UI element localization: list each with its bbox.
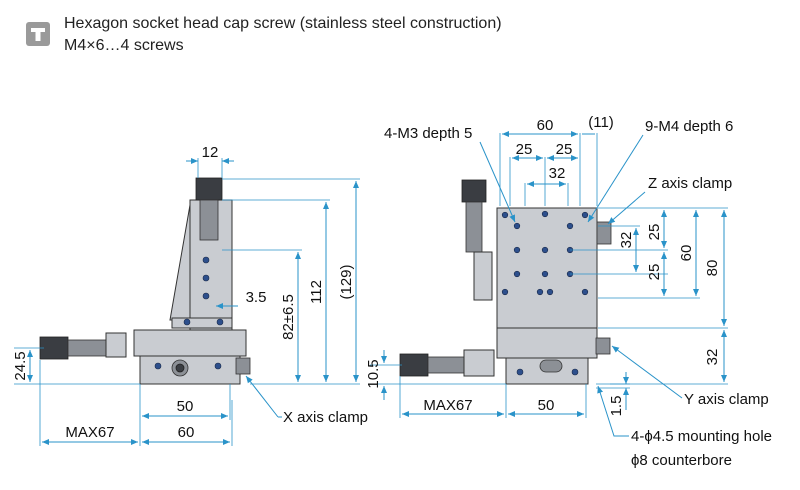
x-clamp-label: X axis clamp — [283, 409, 368, 426]
right-stage — [399, 179, 612, 385]
dim-10-5: 10.5 — [365, 359, 382, 388]
z-clamp-knob — [596, 221, 612, 245]
dim-129: (129) — [338, 264, 355, 299]
dim-max67-left: MAX67 — [65, 424, 114, 441]
left-dimensions: 12 3.5 82±6.5 112 (129) 24.5 50 MAX67 — [12, 144, 368, 446]
dim-12: 12 — [202, 144, 219, 161]
y-stage-right — [496, 327, 598, 359]
dim-50-left: 50 — [177, 398, 194, 415]
dim-80-v: 80 — [704, 260, 721, 277]
dim-25-a: 25 — [516, 141, 533, 158]
z-clamp-label: Z axis clamp — [648, 175, 732, 192]
header-title: Hexagon socket head cap screw (stainless… — [64, 15, 502, 32]
dim-60-top: 60 — [537, 117, 554, 134]
dim-max67-right: MAX67 — [423, 397, 472, 414]
dim-60-v: 60 — [678, 245, 695, 262]
dim-60-left: 60 — [178, 424, 195, 441]
x-stage — [139, 355, 241, 385]
y-clamp-knob — [595, 337, 611, 355]
dim-32-center: 32 — [549, 165, 566, 182]
x-clamp-knob — [235, 357, 251, 375]
dim-3-5: 3.5 — [246, 289, 267, 306]
dim-1-5: 1.5 — [608, 396, 625, 417]
m4-label: 9-M4 depth 6 — [645, 118, 733, 135]
y-micrometer-knob — [399, 353, 429, 377]
header-subtitle: M4×6…4 screws — [64, 37, 184, 54]
dim-32-v-b: 32 — [704, 349, 721, 366]
left-stage — [39, 177, 251, 385]
y-clamp-label: Y axis clamp — [684, 391, 769, 408]
m3-label: 4-M3 depth 5 — [384, 125, 472, 142]
dim-112: 112 — [308, 280, 325, 304]
z-micrometer-knob-right — [461, 179, 487, 203]
mount-hole-label: 4-ϕ4.5 mounting hole — [631, 428, 772, 445]
dim-24-5: 24.5 — [12, 351, 29, 380]
table-holes — [501, 210, 589, 296]
dim-11: (11) — [588, 114, 614, 131]
header: Hexagon socket head cap screw (stainless… — [0, 0, 800, 70]
dim-25-b: 25 — [556, 141, 573, 158]
bracket — [169, 204, 191, 321]
dim-25-v-b: 25 — [646, 264, 663, 281]
dim-50-right: 50 — [538, 397, 555, 414]
counterbore-label: ϕ8 counterbore — [631, 452, 732, 469]
x-micrometer-knob — [39, 336, 69, 360]
y-stage — [133, 329, 247, 357]
z-micrometer-knob — [195, 177, 223, 201]
dim-82: 82±6.5 — [280, 294, 297, 340]
right-dimensions: 60 (11) 25 25 32 4-M3 depth 5 9-M4 depth… — [365, 114, 772, 469]
z-table — [496, 207, 598, 329]
dim-32-v: 32 — [618, 232, 635, 249]
dim-25-v-a: 25 — [646, 224, 663, 241]
hex-socket-screw-icon — [26, 22, 50, 46]
